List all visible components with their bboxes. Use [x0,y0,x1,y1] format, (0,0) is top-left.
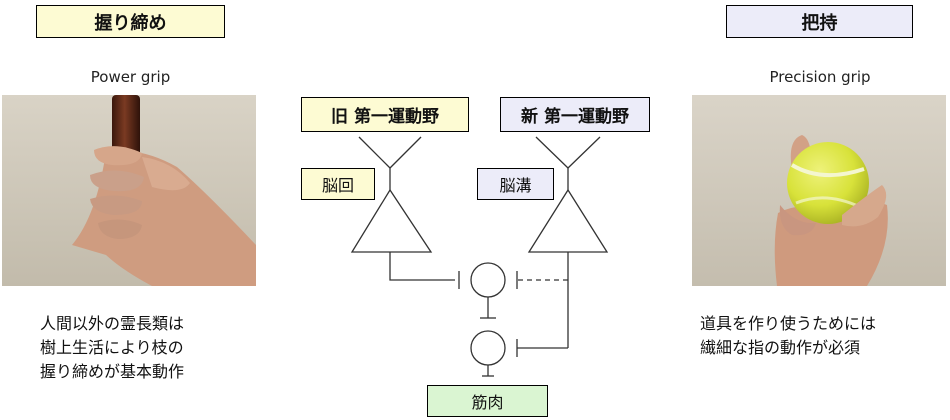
power-grip-heading: 握り締め [36,5,225,38]
new-motor-cortex-label: 新 第一運動野 [500,97,650,132]
power-grip-note-line: 人間以外の霊長類は [40,314,185,333]
power-grip-photo [2,95,256,286]
power-grip-note-line: 握り締めが基本動作 [40,362,185,381]
old-dendrite-right [389,136,422,169]
sulcus-label: 脳溝 [477,168,554,200]
muscle-label: 筋肉 [427,385,548,417]
precision-grip-note-line: 道具を作り使うためには [700,314,877,333]
old-pyramidal-neuron [350,188,433,253]
gyrus-label: 脳回 [301,168,375,200]
power-grip-caption: Power grip [90,68,171,86]
new-dendrite-right [567,136,601,169]
old-motor-cortex-label: 旧 第一運動野 [301,97,469,132]
old-dendrite-left [358,136,391,169]
precision-grip-note-line: 繊細な指の動作が必須 [700,338,861,357]
old-axon [389,252,455,281]
new-dendrite-left [535,136,569,169]
interneuron [470,262,506,298]
precision-grip-note: 道具を作り使うためには 繊細な指の動作が必須 [700,312,940,360]
precision-grip-heading: 把持 [726,5,913,38]
power-grip-note: 人間以外の霊長類は 樹上生活により枝の 握り締めが基本動作 [40,312,240,384]
precision-grip-caption: Precision grip [769,68,871,86]
power-grip-note-line: 樹上生活により枝の [40,338,184,357]
precision-grip-photo [692,95,946,286]
spinal-motor-neuron [470,330,506,366]
